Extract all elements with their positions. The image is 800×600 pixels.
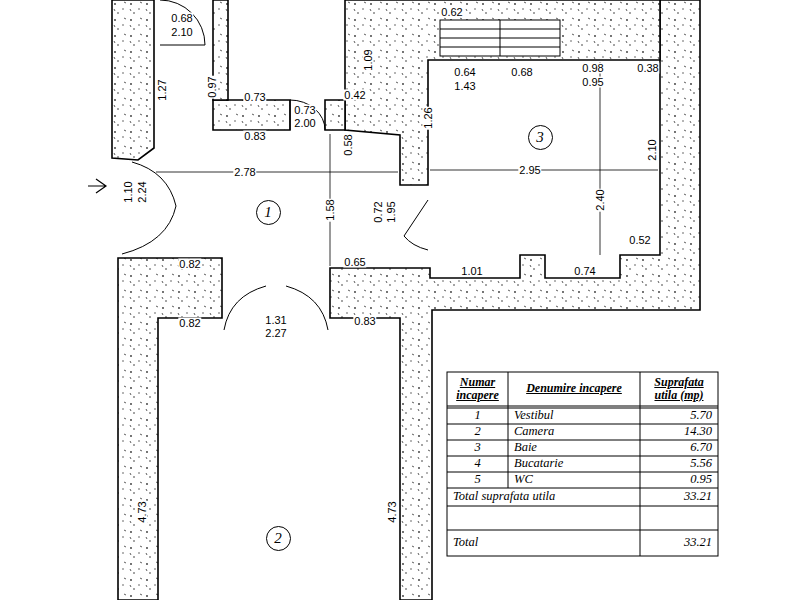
dimension-lines xyxy=(156,62,658,266)
dimension: 1.95 xyxy=(386,200,397,223)
dimension: 4.73 xyxy=(137,500,148,523)
dimension: 0.83 xyxy=(353,316,376,327)
room-number: 1 xyxy=(264,205,272,220)
table-cell: 0.95 xyxy=(641,473,717,487)
dimension: 1.10 xyxy=(123,180,134,203)
area-table-grid xyxy=(447,372,718,556)
dimension: 0.68 xyxy=(170,13,193,24)
table-cell: 2 xyxy=(448,425,507,439)
dimension: 2.10 xyxy=(170,27,193,38)
dimension: 0.74 xyxy=(573,266,596,277)
table-cell: 5.56 xyxy=(641,457,717,471)
dimension: 0.98 xyxy=(581,63,604,74)
room-number-circle: 3 xyxy=(528,125,553,150)
table-cell: Total suprafata utila xyxy=(448,489,639,505)
table-cell: Baie xyxy=(509,441,639,455)
dimension: 0.58 xyxy=(343,133,354,156)
table-cell: Camera xyxy=(509,425,639,439)
dimension: 0.97 xyxy=(207,75,218,98)
dimension: 0.38 xyxy=(636,63,659,74)
dimension: 0.52 xyxy=(628,235,651,246)
dimension: 2.95 xyxy=(518,165,541,176)
dimension: 2.10 xyxy=(647,138,658,161)
table-cell: 3 xyxy=(448,441,507,455)
dimension: 2.78 xyxy=(233,167,256,178)
dimension: 1.01 xyxy=(460,266,483,277)
room-number-circle: 1 xyxy=(256,200,281,225)
room-number: 2 xyxy=(274,531,282,546)
dimension: 1.31 xyxy=(264,315,287,326)
dimension: 0.73 xyxy=(293,105,316,116)
table-cell: 33.21 xyxy=(641,531,717,555)
dimension: 4.73 xyxy=(387,500,398,523)
table-cell: Total xyxy=(448,531,639,555)
dimension: 0.65 xyxy=(343,257,366,268)
table-cell: 14.30 xyxy=(641,425,717,439)
room-number: 3 xyxy=(536,130,544,145)
dimension: 1.58 xyxy=(325,198,336,221)
dimension: 1.43 xyxy=(453,81,476,92)
table-cell: 4 xyxy=(448,457,507,471)
dimension: 0.82 xyxy=(178,318,201,329)
table-cell: 33.21 xyxy=(641,489,717,505)
dimension: 2.00 xyxy=(293,118,316,129)
dimension: 0.68 xyxy=(510,67,533,78)
dimension: 0.82 xyxy=(178,259,201,270)
table-cell: 6.70 xyxy=(641,441,717,455)
room-number-circle: 2 xyxy=(266,526,291,551)
entrance-arrow xyxy=(88,179,106,193)
dimension: 2.40 xyxy=(595,188,606,211)
table-cell: Suprafata utila (mp) xyxy=(641,373,717,405)
dimension: 2.24 xyxy=(137,180,148,203)
dimension: 0.73 xyxy=(243,92,266,103)
dimension: 1.09 xyxy=(363,48,374,71)
table-cell: Numar incapere xyxy=(448,373,507,405)
table-cell: Bucatarie xyxy=(509,457,639,471)
dimension: 0.72 xyxy=(373,200,384,223)
table-cell: 5.70 xyxy=(641,409,717,423)
doors xyxy=(122,0,428,330)
dimension: 0.42 xyxy=(343,90,366,101)
dimension: 2.27 xyxy=(264,328,287,339)
dimension: 1.26 xyxy=(423,106,434,129)
dimension: 1.27 xyxy=(157,78,168,101)
dimension: 0.83 xyxy=(243,131,266,142)
table-cell: 5 xyxy=(448,473,507,487)
dimension: 0.95 xyxy=(581,77,604,88)
table-cell: WC xyxy=(509,473,639,487)
table-cell: 1 xyxy=(448,409,507,423)
dimension: 0.64 xyxy=(453,67,476,78)
table-cell: Denumire incapere xyxy=(509,373,639,405)
dimension: 0.62 xyxy=(440,7,463,18)
table-cell: Vestibul xyxy=(509,409,639,423)
stairs xyxy=(440,20,560,56)
